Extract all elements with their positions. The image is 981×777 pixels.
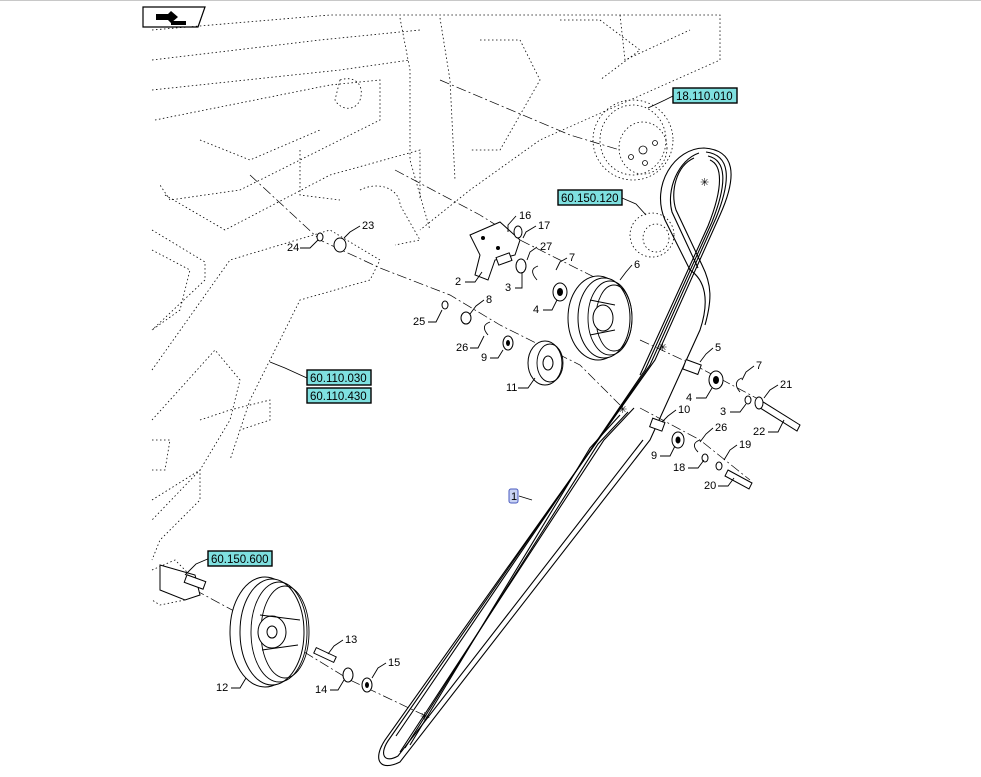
callout-25: 25 [413, 309, 443, 328]
ref-60-110-030[interactable]: 60.110.030 [269, 361, 372, 386]
navigate-back-button[interactable] [142, 6, 206, 28]
svg-text:24: 24 [287, 242, 299, 254]
svg-text:14: 14 [315, 684, 327, 696]
svg-text:18: 18 [673, 462, 685, 474]
callout-17: 17 [522, 220, 550, 239]
svg-text:17: 17 [538, 220, 550, 232]
right-hardware-lower [649, 417, 753, 490]
callout-22: 22 [753, 419, 785, 438]
svg-text:✳: ✳ [700, 177, 709, 189]
callout-7a: 7 [555, 252, 575, 271]
svg-text:22: 22 [753, 426, 765, 438]
svg-text:7: 7 [756, 360, 762, 372]
svg-text:✳: ✳ [420, 711, 429, 723]
ref-60-150-600[interactable]: 60.150.600 [184, 550, 273, 576]
pulley-11 [441, 300, 564, 386]
callout-15: 15 [371, 657, 400, 679]
svg-text:9: 9 [481, 352, 487, 364]
svg-text:2: 2 [455, 276, 461, 288]
tension-bracket [316, 221, 568, 302]
ref-text: 60.110.430 [310, 391, 367, 403]
svg-text:20: 20 [704, 480, 716, 492]
svg-text:16: 16 [519, 210, 531, 222]
callout-10: 10 [661, 404, 690, 423]
svg-text:6: 6 [634, 259, 640, 271]
pulley-12 [159, 564, 373, 693]
callout-5: 5 [699, 342, 721, 363]
machine-frame [151, 14, 721, 606]
svg-text:25: 25 [413, 316, 425, 328]
svg-text:19: 19 [739, 439, 751, 451]
svg-text:10: 10 [678, 404, 690, 416]
callout-26a: 26 [456, 335, 485, 354]
svg-text:4: 4 [533, 304, 539, 316]
ref-text: 18.110.010 [676, 91, 733, 103]
belt-label-text: 1 [511, 491, 517, 503]
callout-27: 27 [526, 241, 552, 261]
callout-19: 19 [723, 439, 751, 461]
right-hardware-upper [682, 358, 801, 432]
svg-text:11: 11 [506, 382, 517, 394]
svg-text:13: 13 [345, 634, 357, 646]
callout-7b: 7 [741, 360, 762, 381]
callout-16: 16 [507, 210, 531, 232]
svg-text:4: 4 [686, 392, 692, 404]
callout-4b: 4 [686, 387, 713, 404]
callout-21: 21 [763, 379, 792, 399]
svg-text:3: 3 [505, 282, 511, 294]
ref-text: 60.150.120 [561, 193, 619, 205]
top-drive-pulley [592, 99, 674, 181]
svg-text:✳: ✳ [618, 404, 627, 416]
top-divider [0, 0, 981, 1]
callout-20: 20 [704, 477, 735, 492]
belt-label[interactable]: 1 [508, 488, 533, 504]
ref-text: 60.110.030 [310, 373, 367, 385]
idler-roller [629, 212, 675, 258]
ref-18-110-010[interactable]: 18.110.010 [647, 87, 738, 109]
svg-text:✳: ✳ [658, 342, 667, 354]
pulley-6 [567, 275, 633, 361]
callout-8: 8 [469, 294, 492, 315]
svg-text:26: 26 [456, 342, 468, 354]
navigate-back-icon [156, 11, 186, 25]
svg-text:21: 21 [780, 379, 792, 391]
svg-text:12: 12 [216, 682, 228, 694]
callout-14: 14 [315, 679, 345, 696]
callouts: 16 17 27 23 24 2 3 7 4 6 8 25 26 9 11 5 … [216, 210, 792, 696]
svg-text:5: 5 [715, 342, 721, 354]
svg-text:26: 26 [715, 422, 727, 434]
ref-60-150-120[interactable]: 60.150.120 [557, 189, 647, 216]
center-marks: ✳ ✳ ✳ ✳ [420, 177, 709, 723]
callout-13: 13 [327, 634, 357, 655]
callout-18: 18 [673, 459, 705, 474]
callout-3b: 3 [720, 403, 747, 418]
callout-26b: 26 [699, 422, 727, 443]
callout-2: 2 [455, 271, 483, 288]
svg-text:9: 9 [651, 450, 657, 462]
svg-text:27: 27 [540, 241, 552, 253]
callout-9a: 9 [481, 349, 504, 364]
callout-3a: 3 [505, 272, 523, 294]
callout-4a: 4 [533, 299, 558, 316]
callout-9b: 9 [651, 445, 676, 462]
svg-text:7: 7 [569, 252, 575, 264]
svg-text:23: 23 [362, 220, 374, 232]
callout-23: 23 [343, 220, 374, 239]
ref-60-110-430[interactable]: 60.110.430 [306, 387, 372, 404]
ref-text: 60.150.600 [211, 554, 269, 566]
callout-12: 12 [216, 677, 247, 694]
svg-text:15: 15 [388, 657, 400, 669]
callout-24: 24 [287, 239, 319, 254]
callout-6: 6 [619, 259, 640, 281]
svg-text:8: 8 [486, 294, 492, 306]
svg-text:3: 3 [720, 406, 726, 418]
drive-belt [378, 147, 732, 767]
callout-11: 11 [506, 377, 536, 394]
